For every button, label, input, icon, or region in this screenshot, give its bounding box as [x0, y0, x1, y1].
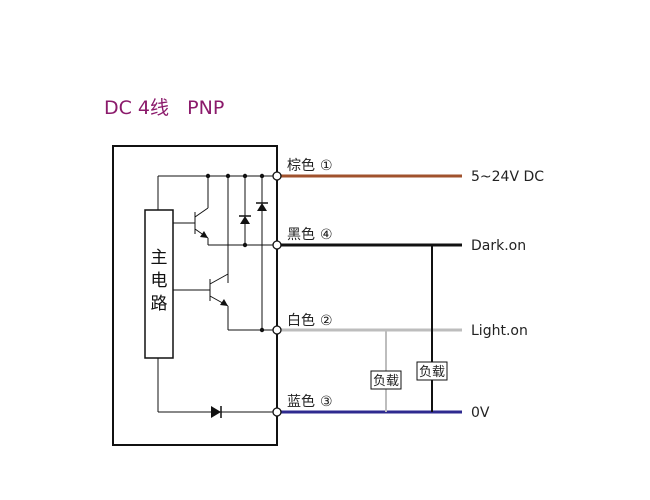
load-box-1: [370, 370, 402, 390]
main-circuit-char-2: 电: [151, 271, 168, 291]
load-label-2: 负载: [419, 365, 445, 380]
load-box-2: [416, 361, 448, 381]
output-label-light-on: Light.on: [471, 323, 528, 339]
main-circuit-char-3: 路: [151, 294, 168, 314]
main-circuit-block: [144, 209, 174, 359]
transistor-2-arrow: [220, 299, 228, 306]
diode-black-protect: [239, 215, 251, 224]
diagram-title: DC 4线 PNP: [104, 97, 224, 119]
diode-reverse-polarity: [211, 406, 222, 418]
transistor-1-arrow: [200, 231, 208, 238]
terminals: [272, 171, 282, 417]
output-label-ground: 0V: [471, 405, 490, 421]
internal-wiring: [157, 175, 277, 413]
output-label-dark-on: Dark.on: [471, 238, 526, 254]
output-label-supply: 5~24V DC: [471, 169, 544, 185]
load-label-1: 负载: [373, 374, 399, 389]
diode-white-protect: [256, 202, 268, 211]
main-circuit-char-1: 主: [151, 248, 168, 268]
junction-dots: [205, 173, 265, 333]
sensor-housing: [112, 145, 278, 446]
